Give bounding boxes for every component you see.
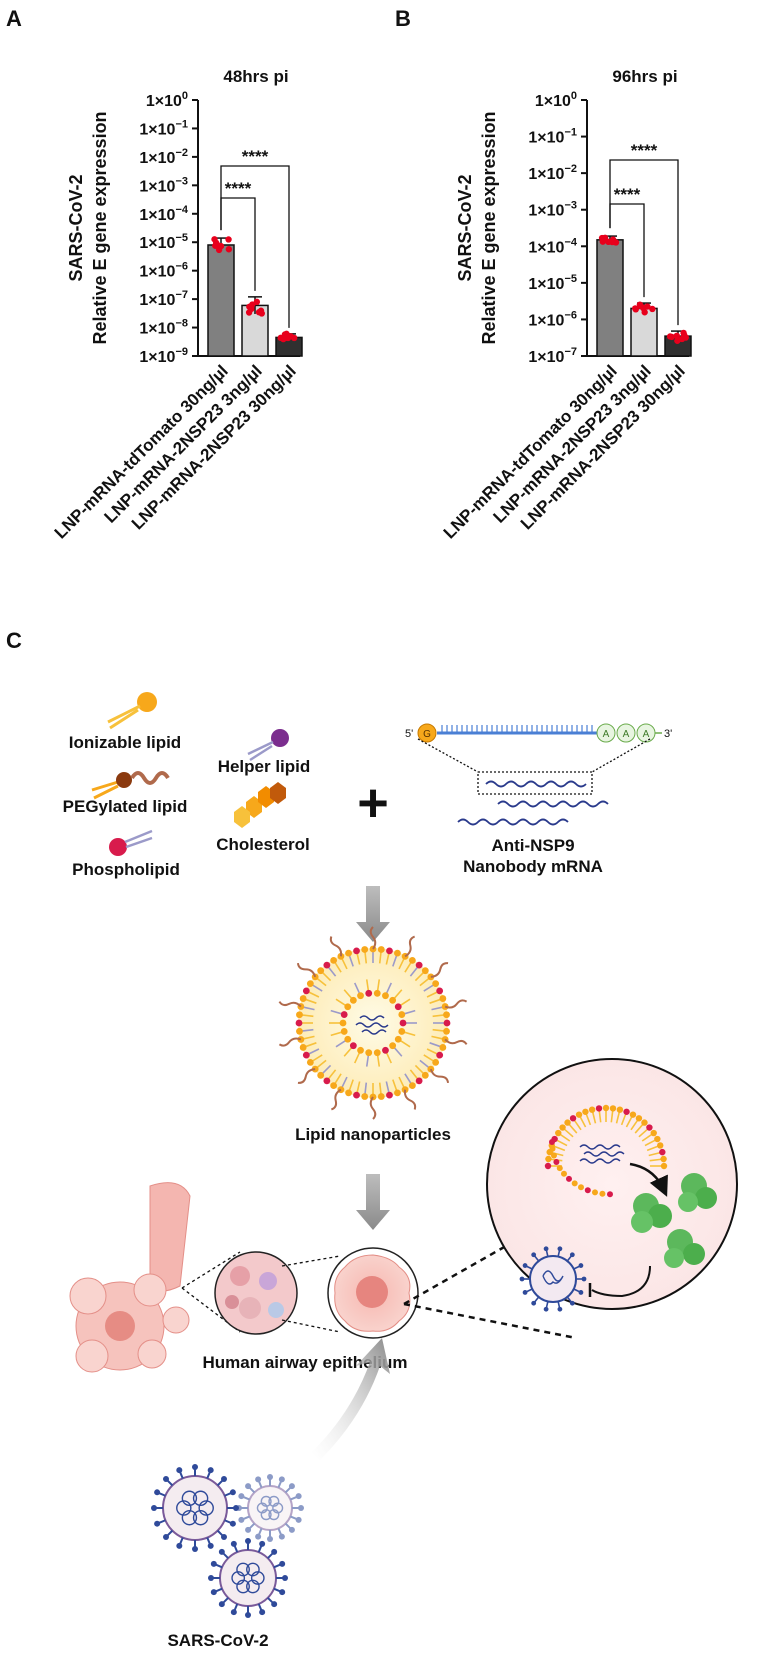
chart-48hrs: A 48hrs pi 1×100 1×10−1 1×10−2 1×10−3 1×10−4 1…	[6, 6, 303, 542]
cholesterol-label: Cholesterol	[216, 835, 310, 854]
bar	[630, 307, 658, 357]
helper-lipid-label: Helper lipid	[218, 757, 311, 776]
significance-bracket	[609, 159, 679, 326]
data-point	[253, 298, 261, 306]
y-tick-label: 1×100	[146, 90, 188, 110]
lnp-label: Lipid nanoparticles	[295, 1125, 451, 1144]
airway-lung-icon	[69, 1182, 191, 1373]
y-tick-label: 1×10−7	[528, 346, 577, 366]
data-point	[673, 332, 681, 339]
y-tick-label: 1×10−6	[139, 261, 188, 281]
chart-title: 96hrs pi	[612, 67, 677, 86]
arrow-down-icon-2	[356, 1174, 390, 1230]
y-tick-label: 1×10−8	[139, 318, 188, 338]
cap-label: G	[423, 729, 431, 740]
data-point	[680, 331, 688, 339]
airway-label: Human airway epithelium	[203, 1353, 408, 1372]
y-tick-label: 1×10−2	[139, 147, 188, 167]
mechanism-zoom-circle	[486, 1058, 738, 1312]
panel-b-label: B	[395, 6, 411, 31]
y-axis-label-line1: SARS-CoV-2	[455, 174, 475, 281]
airway-zoom-circle	[214, 1251, 298, 1335]
y-tick-label: 1×10−9	[139, 346, 188, 366]
three-prime-label: 3'	[664, 728, 672, 740]
virus-icon-small	[519, 1246, 587, 1312]
significance-bracket	[220, 165, 290, 328]
panel-a-label: A	[6, 6, 22, 31]
data-point	[213, 241, 221, 248]
significance-label: ****	[614, 185, 641, 204]
significance-label: ****	[242, 147, 269, 166]
y-tick-label: 1×10−2	[528, 163, 577, 183]
pegylated-lipid-icon	[91, 771, 170, 800]
y-tick-label: 1×10−5	[139, 232, 188, 252]
significance-label: ****	[225, 179, 252, 198]
arrow-down-icon	[356, 886, 390, 942]
pegylated-lipid-label: PEGylated lipid	[63, 797, 188, 816]
y-tick-label: 1×10−3	[139, 175, 188, 195]
x-tick-label: LNP-mRNA-2NSP23 3ng/µl	[490, 361, 655, 526]
y-tick-label: 1×100	[535, 90, 577, 110]
y-axis-label-line1: SARS-CoV-2	[66, 174, 86, 281]
y-tick-label: 1×10−4	[139, 204, 188, 224]
data-point	[257, 307, 265, 314]
plus-sign: +	[357, 773, 389, 833]
data-point	[225, 236, 232, 243]
bar	[596, 239, 624, 357]
y-tick-label: 1×10−5	[528, 273, 577, 293]
sars-cov-2-virus-icons	[151, 1464, 304, 1618]
y-tick-label: 1×10−1	[139, 118, 188, 138]
panel-c-label: C	[6, 628, 22, 653]
five-prime-label: 5'	[405, 728, 413, 740]
polya-a1: A	[603, 729, 610, 740]
significance-label: ****	[631, 141, 658, 160]
polya-a3: A	[643, 729, 650, 740]
lipid-nanoparticle-icon	[278, 926, 468, 1120]
data-point	[649, 305, 656, 313]
y-tick-label: 1×10−7	[139, 289, 188, 309]
nanobody-protein-icon	[631, 1173, 717, 1268]
mrna-construct: 5' G A A A 3'	[405, 723, 672, 826]
data-point	[640, 304, 647, 312]
y-axis-label-line2: Relative E gene expression	[90, 111, 110, 344]
y-axis-label-line2: Relative E gene expression	[479, 111, 499, 344]
data-point	[668, 333, 675, 341]
x-tick-label: LNP-mRNA-2NSP23 3ng/µl	[101, 361, 266, 526]
epithelial-cell-icon	[327, 1247, 419, 1339]
y-tick-label: 1×10−4	[528, 236, 577, 256]
mrna-label-line2: Nanobody mRNA	[463, 857, 603, 876]
mrna-label-line1: Anti-NSP9	[491, 836, 574, 855]
lnp-diagram: C Ionizable lipid Helper lipid PEGylated…	[6, 628, 738, 1650]
y-tick-label: 1×10−3	[528, 200, 577, 220]
phospholipid-icon	[109, 829, 153, 856]
helper-lipid-icon	[247, 729, 289, 762]
y-tick-label: 1×10−6	[528, 309, 577, 329]
cholesterol-icon	[234, 782, 286, 828]
ionizable-lipid-icon	[107, 692, 157, 730]
chart-96hrs: B 96hrs pi 1×100 1×10−1 1×10−2 1×10−3 1×10−4 1…	[395, 6, 692, 542]
data-point	[610, 238, 618, 246]
y-tick-label: 1×10−1	[528, 127, 577, 147]
curved-arrow-icon	[312, 1338, 390, 1460]
ionizable-lipid-label: Ionizable lipid	[69, 733, 181, 752]
virus-label: SARS-CoV-2	[167, 1631, 268, 1650]
data-point	[280, 335, 287, 343]
phospholipid-label: Phospholipid	[72, 860, 180, 879]
data-point	[225, 246, 233, 253]
chart-title: 48hrs pi	[223, 67, 288, 86]
data-point	[632, 306, 639, 313]
data-point	[245, 309, 253, 316]
data-point	[290, 334, 298, 342]
bar	[207, 244, 235, 357]
polya-a2: A	[623, 729, 630, 740]
